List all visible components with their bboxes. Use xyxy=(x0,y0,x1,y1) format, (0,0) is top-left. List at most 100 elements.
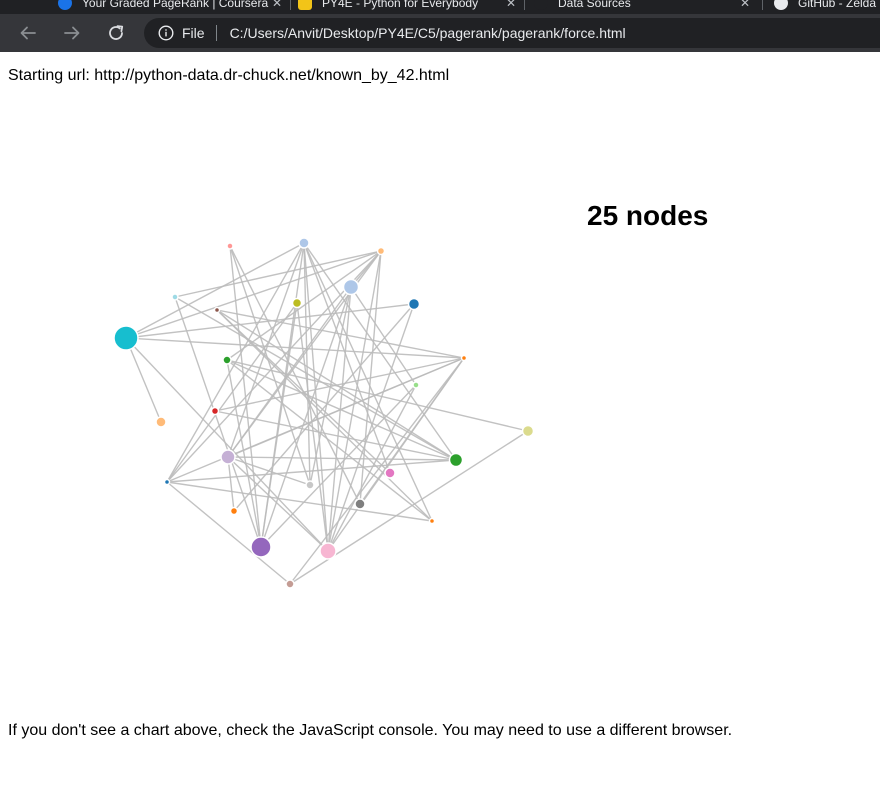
close-tab-icon[interactable]: ✕ xyxy=(505,0,516,10)
graph-link xyxy=(260,384,417,548)
graph-node[interactable] xyxy=(412,381,420,389)
tab-data-sources[interactable]: Data Sources ✕ xyxy=(534,0,754,14)
graph-node[interactable] xyxy=(376,246,386,256)
address-bar[interactable]: File C:/Users/Anvit/Desktop/PY4E/C5/page… xyxy=(144,18,880,48)
graph-link xyxy=(214,357,465,412)
graph-link xyxy=(260,286,352,548)
graph-node[interactable] xyxy=(291,297,303,309)
graph-link xyxy=(214,410,457,461)
graph-link xyxy=(226,359,433,522)
tab-title: GitHub - Zelda xyxy=(798,0,877,10)
site-info-label[interactable]: File xyxy=(182,25,205,41)
graph-link xyxy=(350,286,417,386)
graph-node[interactable] xyxy=(407,297,421,311)
starting-url-text: Starting url: http://python-data.dr-chuc… xyxy=(8,67,450,84)
back-button[interactable] xyxy=(16,21,40,45)
graph-link xyxy=(125,337,329,552)
graph-link xyxy=(227,286,352,458)
graph-link xyxy=(289,430,529,585)
graph-link xyxy=(226,359,262,548)
tab-py4e[interactable]: PY4E - Python for Everybody ✕ xyxy=(298,0,520,14)
graph-link xyxy=(166,481,291,585)
graph-link xyxy=(174,296,262,548)
graph-link xyxy=(227,456,311,486)
graph-node[interactable] xyxy=(226,242,234,250)
graph-node[interactable] xyxy=(213,306,221,314)
close-tab-icon[interactable]: ✕ xyxy=(271,0,282,10)
graph-node[interactable] xyxy=(222,355,232,365)
graph-link xyxy=(229,245,361,505)
graph-node[interactable] xyxy=(163,478,171,486)
close-tab-icon[interactable]: ✕ xyxy=(739,0,750,10)
forward-button[interactable] xyxy=(60,21,84,45)
graph-node[interactable] xyxy=(460,354,468,362)
graph-link xyxy=(327,384,417,552)
graph-link xyxy=(260,302,298,548)
coursera-favicon-icon xyxy=(58,0,72,10)
reload-icon xyxy=(109,25,124,40)
graph-node[interactable] xyxy=(342,278,360,296)
graph-node[interactable] xyxy=(305,480,315,490)
graph-link xyxy=(303,242,457,461)
data-sources-favicon-icon xyxy=(534,0,548,10)
browser-tab-strip: Your Graded PageRank | Coursera ✕ PY4E -… xyxy=(0,0,880,14)
graph-node[interactable] xyxy=(384,467,396,479)
tab-coursera[interactable]: Your Graded PageRank | Coursera ✕ xyxy=(58,0,286,14)
footer-note: If you don't see a chart above, check th… xyxy=(8,722,733,739)
graph-node[interactable] xyxy=(113,325,139,351)
graph-link xyxy=(216,309,465,359)
graph-node[interactable] xyxy=(319,542,337,560)
graph-node[interactable] xyxy=(171,293,179,301)
graph-link xyxy=(226,359,529,432)
tab-divider xyxy=(762,0,763,10)
graph-node[interactable] xyxy=(229,506,239,516)
graph-link xyxy=(303,242,329,552)
back-arrow-icon xyxy=(20,26,36,40)
graph-link xyxy=(233,303,415,512)
graph-node[interactable] xyxy=(220,449,236,465)
tab-github[interactable]: GitHub - Zelda xyxy=(774,0,880,14)
graph-link xyxy=(227,456,329,552)
graph-nodes xyxy=(113,237,535,589)
graph-node[interactable] xyxy=(428,517,436,525)
graph-link xyxy=(125,303,415,339)
graph-node[interactable] xyxy=(155,416,167,428)
graph-link xyxy=(125,337,162,423)
graph-link xyxy=(303,242,433,522)
graph-link xyxy=(289,357,465,585)
graph-link xyxy=(227,456,457,461)
graph-link xyxy=(303,242,311,486)
graph-node[interactable] xyxy=(298,237,310,249)
graph-link xyxy=(303,242,391,474)
tab-title: PY4E - Python for Everybody xyxy=(322,0,479,10)
graph-node[interactable] xyxy=(448,452,464,468)
graph-node[interactable] xyxy=(521,424,535,438)
browser-toolbar: File C:/Users/Anvit/Desktop/PY4E/C5/page… xyxy=(0,14,880,52)
graph-link xyxy=(227,456,235,512)
tab-divider xyxy=(524,0,525,10)
tab-title: Data Sources xyxy=(558,0,631,10)
node-count-heading: 25 nodes xyxy=(587,200,709,231)
graph-link xyxy=(125,242,305,339)
forward-arrow-icon xyxy=(64,26,80,40)
graph-node[interactable] xyxy=(285,579,295,589)
graph-links xyxy=(125,242,529,585)
graph-node[interactable] xyxy=(354,498,366,510)
tab-divider xyxy=(290,0,291,10)
graph-node[interactable] xyxy=(250,536,272,558)
url-text[interactable]: C:/Users/Anvit/Desktop/PY4E/C5/pagerank/… xyxy=(229,25,626,41)
graph-link xyxy=(125,250,382,339)
graph-link xyxy=(327,286,352,552)
graph-link xyxy=(327,303,415,552)
graph-link xyxy=(174,250,382,298)
graph-link xyxy=(227,357,465,458)
github-favicon-icon xyxy=(774,0,788,10)
graph-link xyxy=(174,296,457,461)
info-icon[interactable] xyxy=(158,25,174,41)
graph-link xyxy=(125,337,465,359)
graph-link xyxy=(166,459,457,483)
reload-button[interactable] xyxy=(104,21,128,45)
graph-link xyxy=(166,302,298,483)
graph-node[interactable] xyxy=(210,406,220,416)
